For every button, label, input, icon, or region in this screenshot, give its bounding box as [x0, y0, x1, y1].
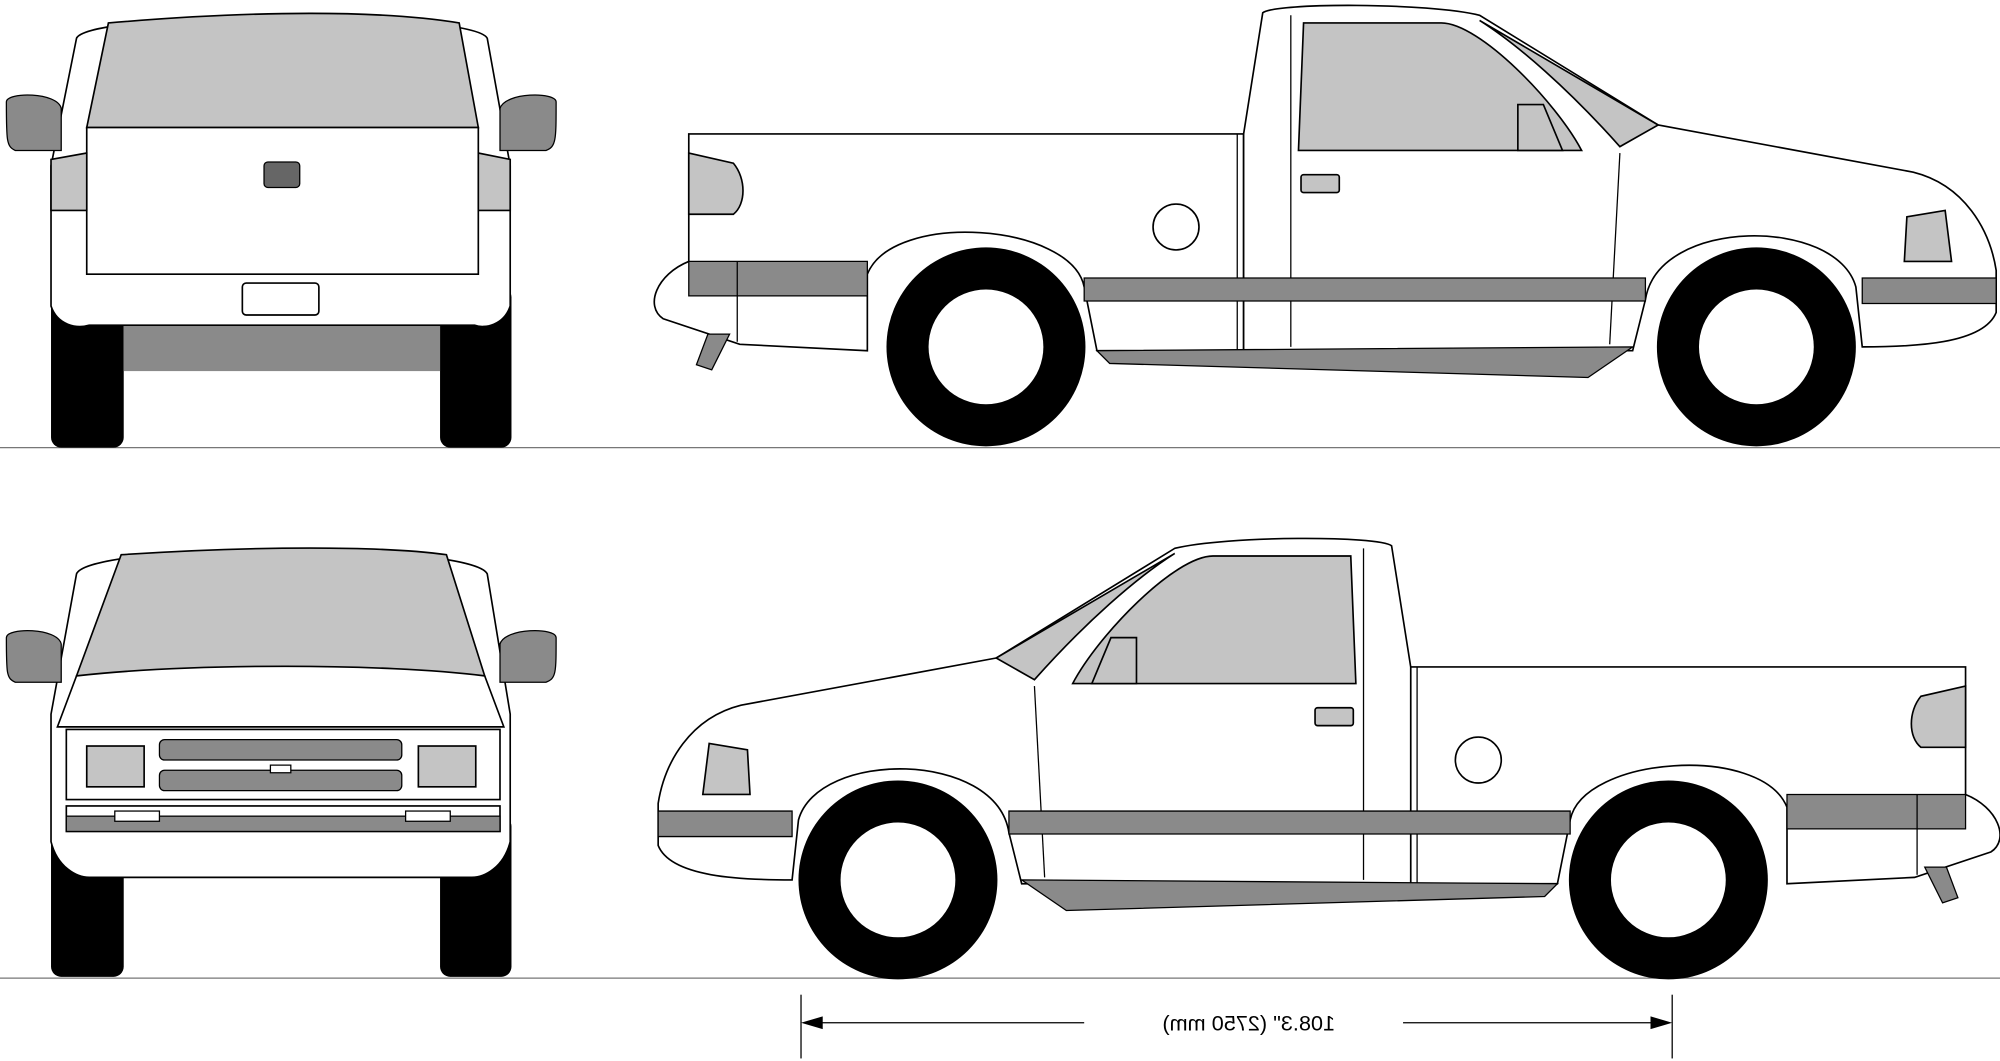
rear-view	[5, 12, 557, 448]
wheelbase-dimension: 108.3" (2750 mm)	[800, 994, 1673, 1059]
front-view	[5, 547, 557, 977]
side-view-right	[653, 4, 1998, 448]
wheelbase-label: 108.3" (2750 mm)	[1162, 1010, 1335, 1035]
side-view-left	[657, 537, 2000, 981]
